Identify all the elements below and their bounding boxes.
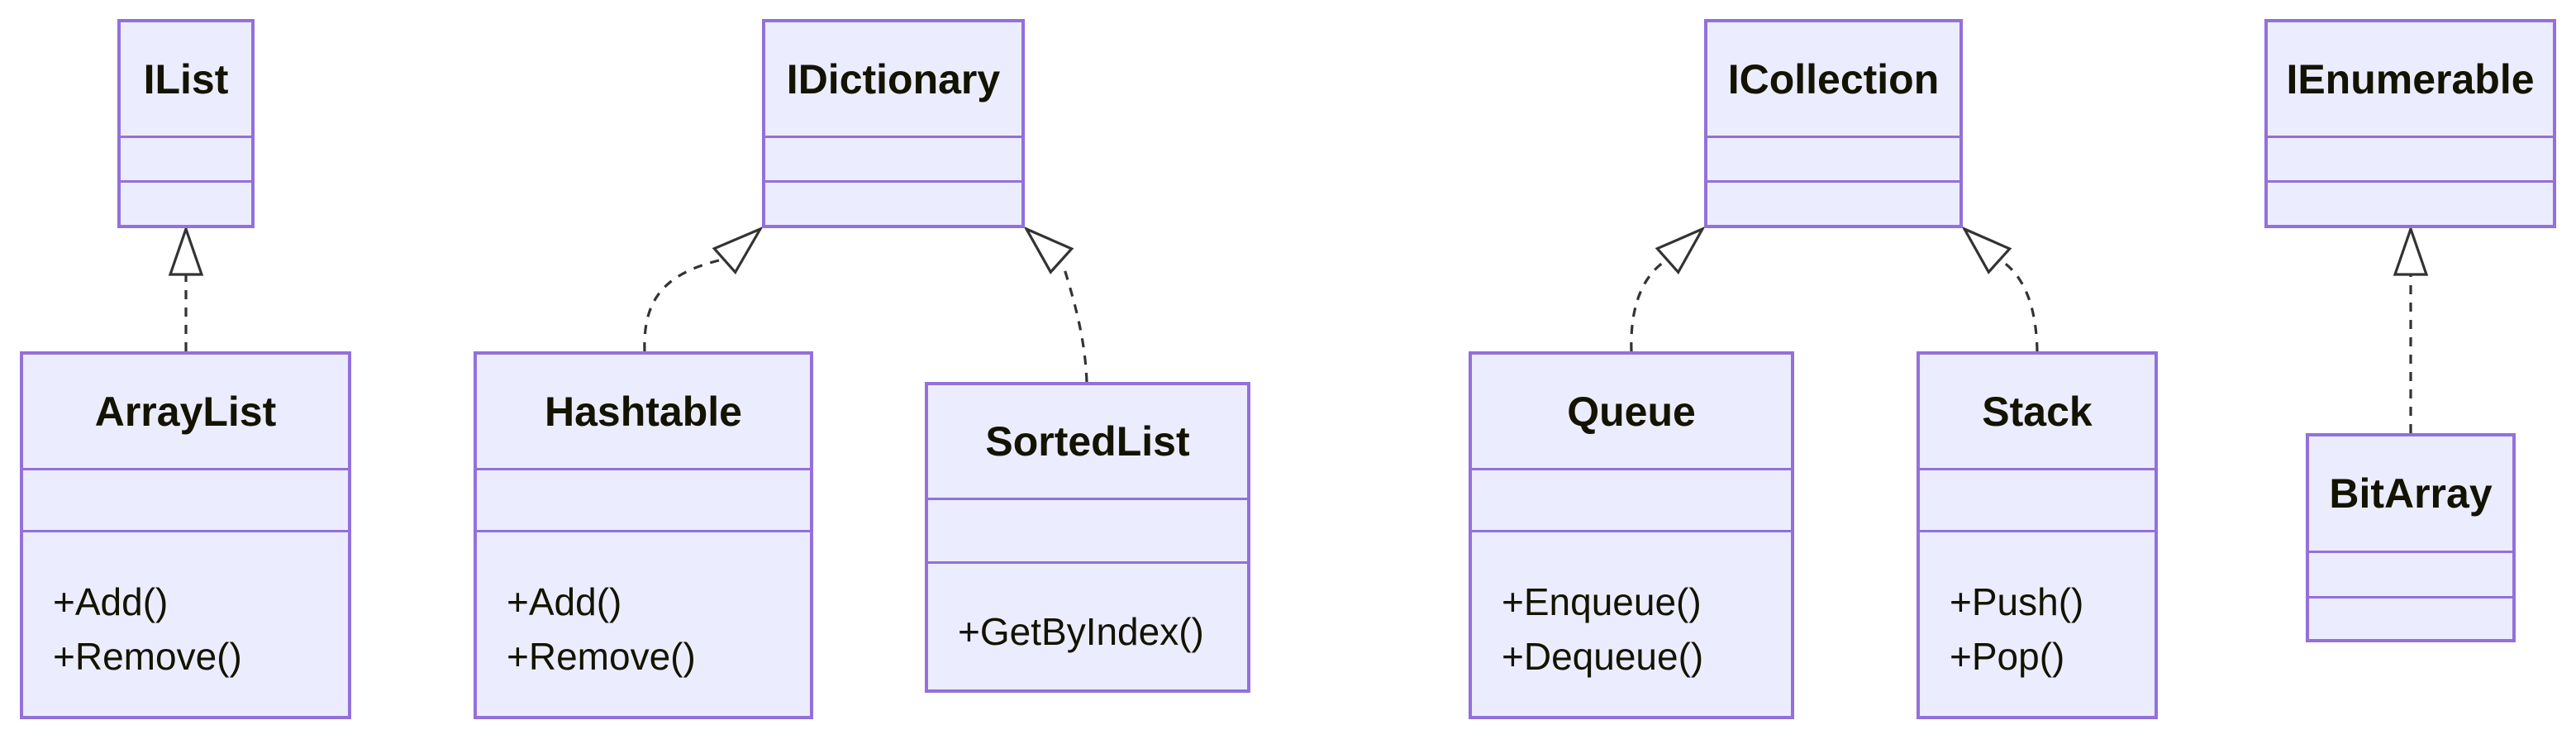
class-title: BitArray bbox=[2309, 436, 2512, 553]
class-title: SortedList bbox=[928, 385, 1247, 500]
method-label: +Add() bbox=[507, 580, 622, 623]
method-label: +Remove() bbox=[507, 635, 696, 678]
method-label: +Add() bbox=[53, 580, 169, 623]
class-box-hashtable: Hashtable +Add() +Remove() bbox=[474, 351, 813, 719]
edge-arraylist-ilist bbox=[168, 225, 204, 351]
class-box-ilist: IList bbox=[117, 19, 255, 228]
method-label: +GetByIndex() bbox=[958, 610, 1204, 653]
methods-compartment bbox=[2268, 183, 2553, 225]
edge-stack-icollection bbox=[1961, 226, 2039, 352]
methods-compartment: +Enqueue() +Dequeue() bbox=[1472, 532, 1791, 716]
attributes-compartment bbox=[2268, 138, 2553, 183]
class-box-ienumerable: IEnumerable bbox=[2264, 19, 2556, 228]
realization-line bbox=[643, 259, 720, 352]
edge-bitarray-ienumerable bbox=[2393, 225, 2429, 433]
class-title: IList bbox=[121, 22, 251, 138]
class-title: IDictionary bbox=[765, 22, 1021, 138]
attributes-compartment bbox=[765, 138, 1021, 183]
class-box-idictionary: IDictionary bbox=[762, 19, 1025, 228]
realization-line bbox=[1630, 260, 1664, 352]
method-label: +Push() bbox=[1950, 580, 2084, 623]
realization-arrowhead-icon bbox=[1023, 226, 1074, 274]
realization-arrowhead-icon bbox=[712, 226, 764, 275]
class-title: Hashtable bbox=[477, 355, 810, 470]
class-box-sortedlist: SortedList +GetByIndex() bbox=[925, 382, 1250, 693]
realization-line bbox=[1061, 263, 1088, 383]
attributes-compartment bbox=[1920, 470, 2155, 532]
method-label: +Remove() bbox=[53, 635, 242, 678]
methods-compartment bbox=[1707, 183, 1959, 225]
realization-arrowhead-icon bbox=[2393, 225, 2429, 276]
attributes-compartment bbox=[23, 470, 348, 532]
class-box-stack: Stack +Push() +Pop() bbox=[1917, 351, 2158, 719]
methods-compartment bbox=[2309, 599, 2512, 639]
methods-compartment bbox=[121, 183, 251, 225]
class-box-queue: Queue +Enqueue() +Dequeue() bbox=[1469, 351, 1794, 719]
method-label: +Enqueue() bbox=[1502, 580, 1702, 623]
edge-queue-icollection bbox=[1630, 226, 1706, 352]
realization-arrowhead-icon bbox=[1655, 226, 1706, 275]
attributes-compartment bbox=[928, 500, 1247, 564]
attributes-compartment bbox=[1707, 138, 1959, 183]
methods-compartment bbox=[765, 183, 1021, 225]
class-box-icollection: ICollection bbox=[1704, 19, 1963, 228]
class-title: IEnumerable bbox=[2268, 22, 2553, 138]
class-title: Queue bbox=[1472, 355, 1791, 470]
class-box-bitarray: BitArray bbox=[2306, 433, 2516, 642]
edge-sortedlist-idictionary bbox=[1023, 226, 1088, 383]
attributes-compartment bbox=[477, 470, 810, 532]
realization-arrowhead-icon bbox=[168, 225, 204, 276]
method-label: +Pop() bbox=[1950, 635, 2065, 678]
class-title: ICollection bbox=[1707, 22, 1959, 138]
attributes-compartment bbox=[1472, 470, 1791, 532]
methods-compartment: +Add() +Remove() bbox=[477, 532, 810, 716]
methods-compartment: +Push() +Pop() bbox=[1920, 532, 2155, 716]
class-title: Stack bbox=[1920, 355, 2155, 470]
realization-arrowhead-icon bbox=[1961, 226, 2012, 274]
attributes-compartment bbox=[2309, 553, 2512, 599]
method-label: +Dequeue() bbox=[1502, 635, 1704, 678]
edge-hashtable-idictionary bbox=[643, 226, 764, 352]
methods-compartment: +Add() +Remove() bbox=[23, 532, 348, 716]
class-box-arraylist: ArrayList +Add() +Remove() bbox=[20, 351, 351, 719]
realization-line bbox=[2002, 260, 2039, 352]
attributes-compartment bbox=[121, 138, 251, 183]
class-title: ArrayList bbox=[23, 355, 348, 470]
methods-compartment: +GetByIndex() bbox=[928, 564, 1247, 689]
